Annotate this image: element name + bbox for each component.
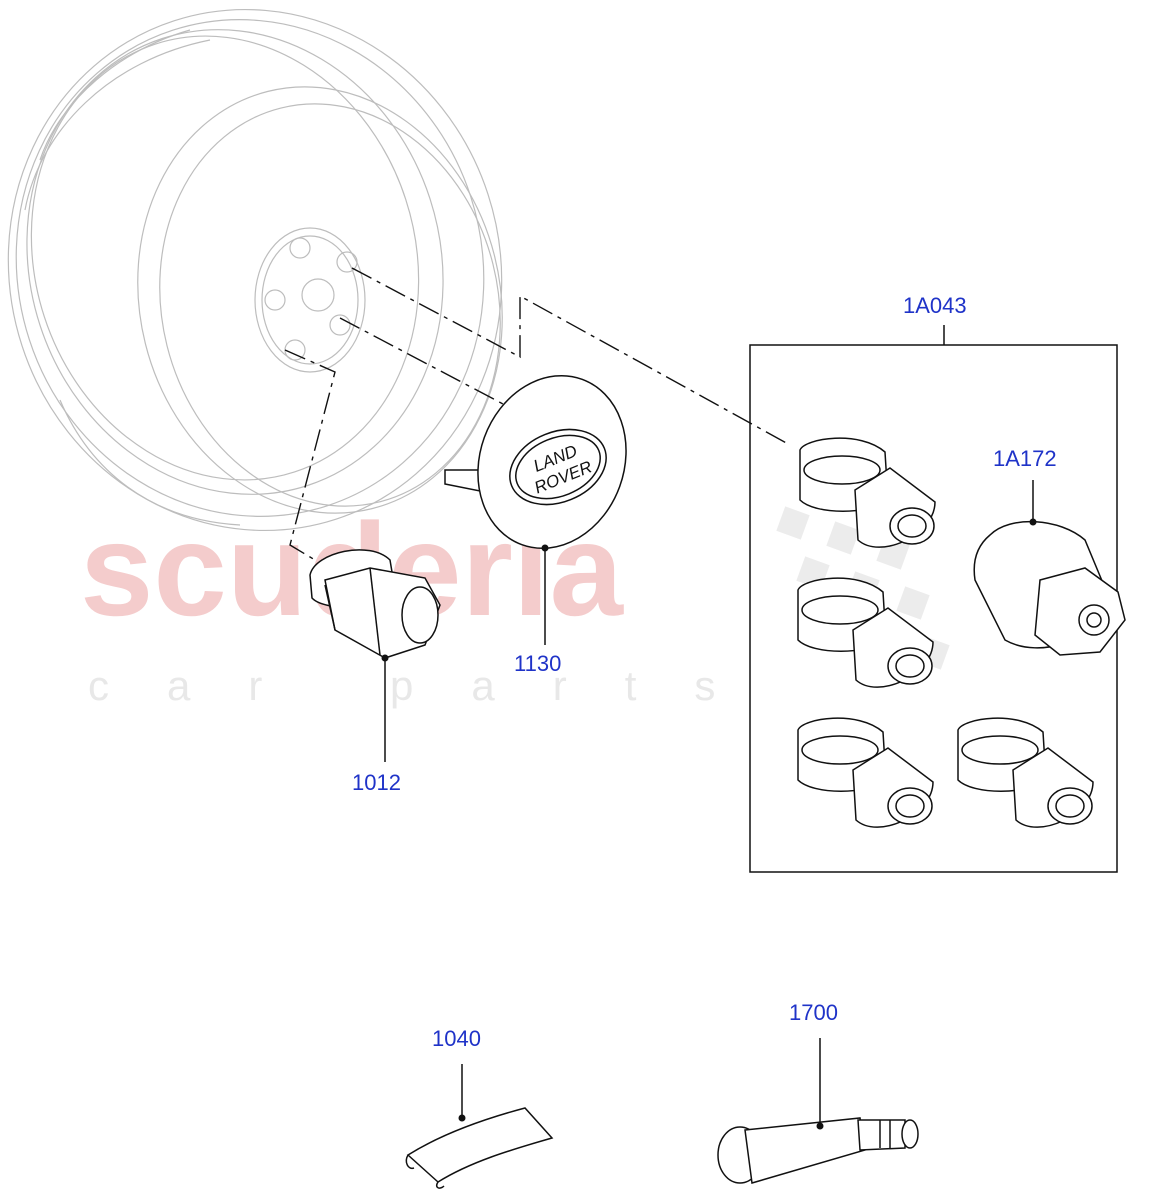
part-callouts: 1A043 1A172 1130 1012 1040 1700	[352, 293, 1057, 1051]
callout-1a043: 1A043	[903, 293, 967, 318]
locking-nut-4	[957, 717, 1094, 828]
callout-1a172: 1A172	[993, 446, 1057, 471]
locking-nut-2	[797, 577, 934, 688]
balance-weight	[405, 1064, 554, 1189]
locking-nut-1	[799, 437, 936, 548]
callout-1040: 1040	[432, 1026, 481, 1051]
watermark-tagline: car parts	[88, 662, 773, 709]
centre-cap: LAND ROVER	[444, 374, 627, 645]
callout-1012: 1012	[352, 770, 401, 795]
locking-key	[973, 480, 1126, 656]
wheel-hub	[254, 227, 366, 373]
assembly-lines	[284, 267, 791, 561]
locking-nut-3	[797, 717, 934, 828]
tyre-valve	[717, 1038, 919, 1184]
callout-1130: 1130	[514, 651, 561, 676]
wheel-nut	[309, 549, 441, 762]
wheel-illustration	[7, 8, 503, 532]
callout-1700: 1700	[789, 1000, 838, 1025]
